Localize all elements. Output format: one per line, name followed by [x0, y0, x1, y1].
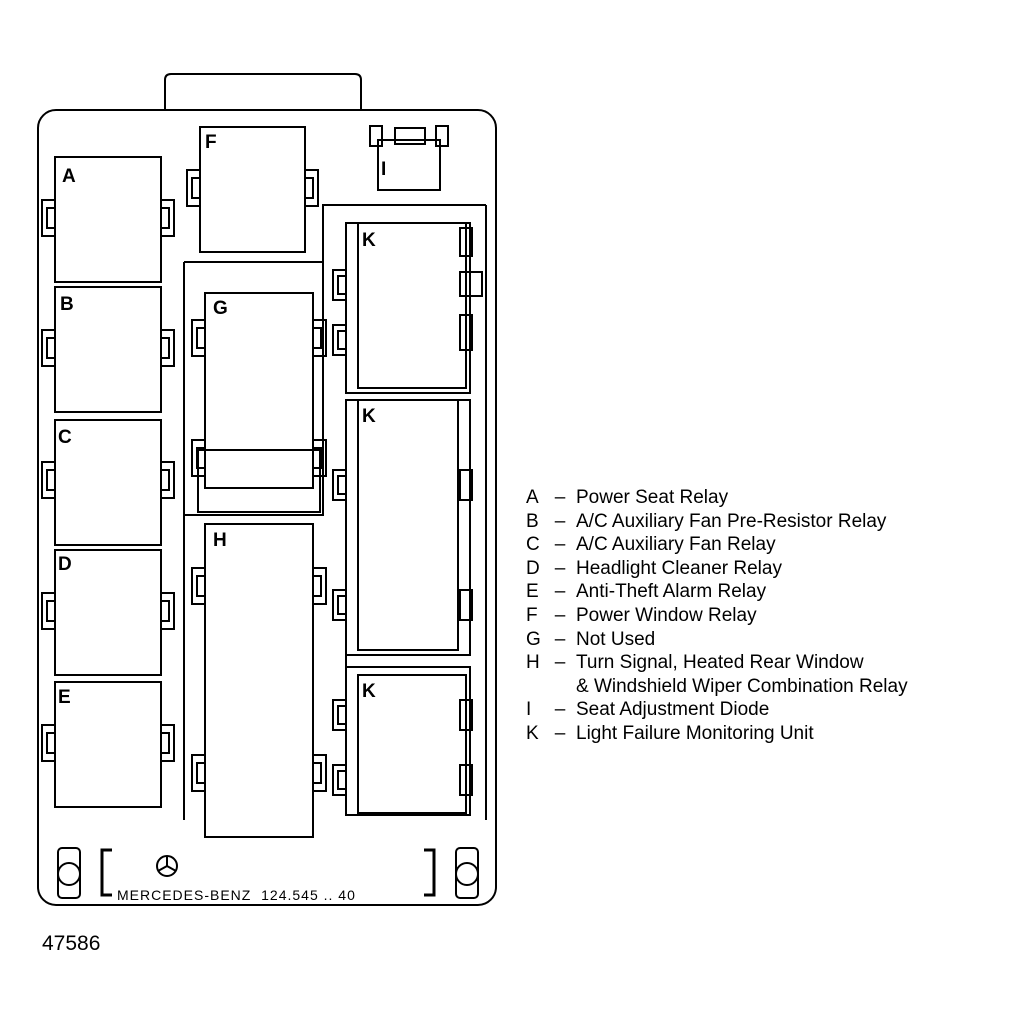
legend-dash: – [554, 652, 566, 674]
relay-label-k-upper: K [362, 230, 376, 251]
relay-label-e: E [58, 687, 71, 708]
legend-key: G [526, 628, 541, 650]
legend-item-k: K–Light Failure Monitoring Unit [526, 722, 908, 746]
relay-label-b: B [60, 294, 74, 315]
legend-item-a: A–Power Seat Relay [526, 486, 908, 510]
relay-k-lower [332, 666, 473, 816]
relay-k-upper [332, 222, 483, 394]
relay-label-d: D [58, 554, 72, 575]
board-marking: MERCEDES-BENZ 124.545 .. 40 [117, 887, 356, 903]
legend-item-h-continued: & Windshield Wiper Combination Relay [576, 675, 908, 697]
legend-dash: – [554, 699, 566, 721]
legend-description: Light Failure Monitoring Unit [576, 722, 814, 744]
legend-item-i: I–Seat Adjustment Diode [526, 698, 908, 722]
legend-description: Power Window Relay [576, 604, 757, 626]
relay-label-f: F [205, 132, 217, 153]
panel-board-outline [37, 109, 497, 906]
legend-dash: – [554, 534, 566, 556]
legend-item-c: C–A/C Auxiliary Fan Relay [526, 533, 908, 557]
legend-dash: – [554, 604, 566, 626]
k-column-frame [345, 205, 487, 820]
legend-item-f: F–Power Window Relay [526, 604, 908, 628]
relay-label-k-middle: K [362, 406, 376, 427]
legend-key: I [526, 699, 532, 721]
relay-label-k-lower: K [362, 681, 376, 702]
legend-description: Turn Signal, Heated Rear Window [576, 652, 864, 674]
legend-key: H [526, 652, 540, 674]
legend-description: Anti-Theft Alarm Relay [576, 581, 767, 603]
relay-label-a: A [62, 166, 76, 187]
seat-adjustment-diode [369, 125, 449, 191]
relay-a [41, 156, 175, 283]
legend-key: E [526, 581, 539, 603]
legend-key: F [526, 604, 538, 626]
relay-b [41, 286, 175, 413]
relay-k-middle [332, 399, 473, 656]
legend-item-b: B–A/C Auxiliary Fan Pre-Resistor Relay [526, 510, 908, 534]
mercedes-star-icon [156, 855, 178, 877]
right-fastener [455, 847, 479, 899]
relay-e [41, 681, 175, 808]
relay-label-g: G [213, 298, 228, 319]
legend-key: K [526, 722, 539, 744]
relay-label-i: I [381, 159, 386, 180]
legend-key: D [526, 557, 540, 579]
relay-g [191, 292, 327, 513]
legend-dash: – [554, 581, 566, 603]
legend-description: Seat Adjustment Diode [576, 699, 770, 721]
legend-item-e: E–Anti-Theft Alarm Relay [526, 580, 908, 604]
legend-description: A/C Auxiliary Fan Pre-Resistor Relay [576, 510, 887, 532]
legend-item-g: G–Not Used [526, 628, 908, 652]
left-bracket [100, 848, 112, 897]
relay-c [41, 419, 175, 546]
legend-dash: – [554, 722, 566, 744]
inner-frame [183, 204, 486, 820]
legend-dash: – [554, 487, 566, 508]
relay-h [191, 523, 327, 838]
legend-description: A/C Auxiliary Fan Relay [576, 534, 776, 556]
right-bracket [424, 848, 436, 897]
legend-key: C [526, 534, 540, 556]
legend-description: Not Used [576, 628, 656, 650]
legend-description: Headlight Cleaner Relay [576, 557, 782, 579]
relay-label-h: H [213, 530, 227, 551]
legend-dash: – [554, 628, 566, 650]
legend-key: A [526, 487, 539, 508]
left-fastener [57, 847, 81, 899]
relay-label-c: C [58, 427, 72, 448]
legend-key: B [526, 510, 539, 532]
figure-number: 47586 [42, 932, 101, 955]
legend-dash: – [554, 510, 566, 532]
relay-d [41, 549, 175, 676]
relay-f [186, 126, 319, 253]
legend-description: Power Seat Relay [576, 487, 729, 508]
legend-item-d: D–Headlight Cleaner Relay [526, 557, 908, 581]
legend-item-h: H–Turn Signal, Heated Rear Window [526, 651, 908, 675]
panel-top-tab [164, 73, 362, 110]
legend-dash: – [554, 557, 566, 579]
